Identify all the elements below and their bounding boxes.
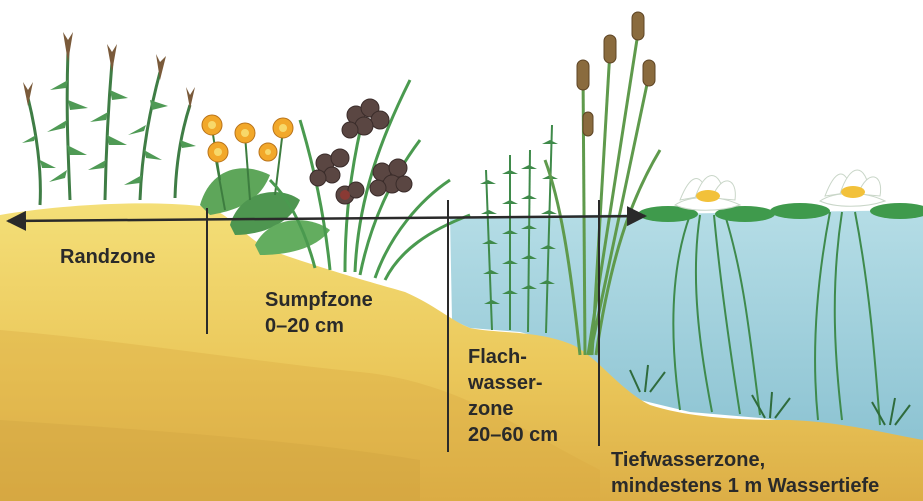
zone-label-tiefwasserzone: Tiefwasserzone, mindestens 1 m Wassertie… bbox=[611, 447, 879, 499]
zone-label-line: Randzone bbox=[60, 244, 156, 270]
purple-loosestrife-icon bbox=[310, 99, 412, 204]
reed-plant-icon bbox=[28, 50, 190, 205]
zone-label-flachwasserzone: Flach- wasser- zone 20–60 cm bbox=[468, 344, 558, 448]
zone-label-line: wasser- bbox=[468, 370, 558, 396]
zone-label-line: Tiefwasserzone, bbox=[611, 447, 879, 473]
zone-label-line: Sumpfzone bbox=[265, 287, 373, 313]
zone-depth-label: 0–20 cm bbox=[265, 313, 373, 339]
zone-label-line: Flach- bbox=[468, 344, 558, 370]
zone-label-randzone: Randzone bbox=[60, 244, 156, 270]
zone-depth-label: 20–60 cm bbox=[468, 422, 558, 448]
zone-label-line: zone bbox=[468, 396, 558, 422]
zone-depth-label: mindestens 1 m Wassertiefe bbox=[611, 473, 879, 499]
zone-label-sumpfzone: Sumpfzone 0–20 cm bbox=[265, 287, 373, 339]
